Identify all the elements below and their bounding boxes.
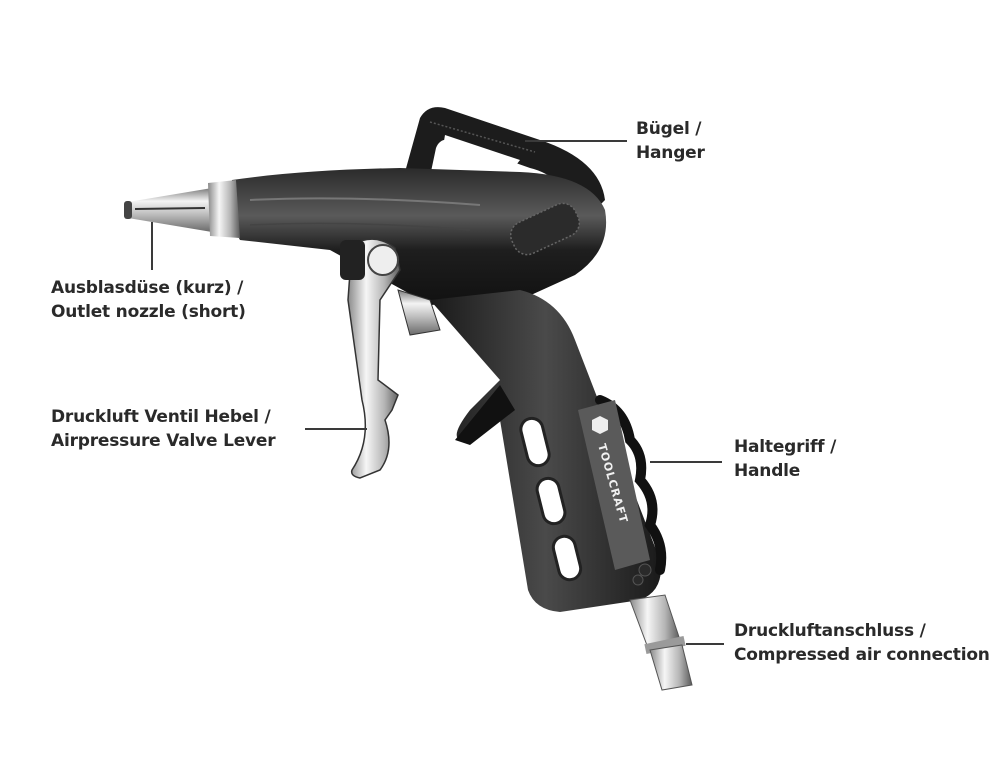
- callout-handle: Haltegriff / Handle: [734, 435, 836, 483]
- outlet-nozzle: [124, 180, 240, 238]
- leader-line-handle: [650, 461, 722, 463]
- leader-line-hanger: [525, 140, 627, 142]
- air-connector: [629, 594, 693, 691]
- leader-line-connection: [686, 643, 724, 645]
- callout-connection-en: Compressed air connection: [734, 645, 990, 665]
- callout-hanger: Bügel / Hanger: [636, 117, 705, 165]
- barrel: [229, 168, 607, 305]
- handle-grip: TOOLCRAFT: [430, 290, 667, 612]
- callout-nozzle-en: Outlet nozzle (short): [51, 302, 246, 322]
- callout-hanger-de: Bügel /: [636, 119, 702, 139]
- toolcraft-logo-icon: [592, 416, 608, 434]
- callout-nozzle-de: Ausblasdüse (kurz) /: [51, 278, 244, 298]
- valve-lever: [340, 238, 441, 479]
- callout-nozzle: Ausblasdüse (kurz) / Outlet nozzle (shor…: [51, 276, 246, 324]
- callout-connection: Druckluftanschluss / Compressed air conn…: [734, 619, 990, 667]
- callout-handle-en: Handle: [734, 461, 801, 481]
- callout-handle-de: Haltegriff /: [734, 437, 837, 457]
- callout-lever-en: Airpressure Valve Lever: [51, 431, 276, 451]
- leader-line-lever: [305, 428, 367, 430]
- callout-lever: Druckluft Ventil Hebel / Airpressure Val…: [51, 405, 276, 453]
- callout-hanger-en: Hanger: [636, 143, 705, 163]
- callout-lever-de: Druckluft Ventil Hebel /: [51, 407, 271, 427]
- callout-connection-de: Druckluftanschluss /: [734, 621, 926, 641]
- leader-line-nozzle: [151, 222, 153, 270]
